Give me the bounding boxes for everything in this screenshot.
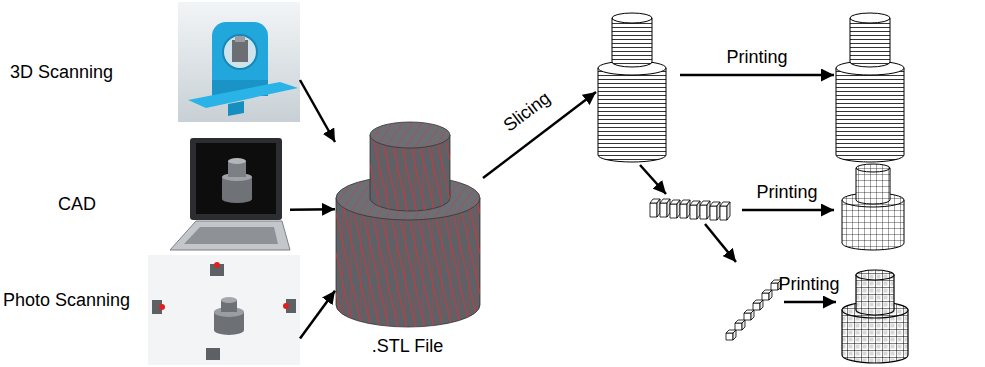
slice-top — [612, 13, 652, 23]
node-label: CAD — [58, 194, 96, 215]
flow-arrow — [300, 291, 335, 339]
cube-row — [726, 280, 781, 340]
step-label: Slicing — [500, 88, 554, 136]
screen-cylinder — [228, 158, 246, 164]
slice-stack — [612, 18, 652, 67]
bar — [670, 200, 680, 218]
input-node: .STL File — [335, 118, 480, 358]
cube — [771, 280, 781, 290]
bar — [680, 200, 690, 218]
cube — [744, 310, 754, 320]
laptop-picture — [170, 138, 290, 250]
step-label-holder: Printing — [756, 182, 817, 203]
flow-arrow — [300, 80, 335, 142]
object-cylinder — [221, 297, 237, 303]
printing-arrow — [680, 74, 834, 77]
laptop-keyboard — [170, 221, 290, 250]
bar — [660, 199, 670, 217]
input-node: Photo Scanning — [3, 255, 300, 365]
scanned-object — [235, 36, 245, 42]
sliced-model — [598, 13, 666, 162]
camera-lens — [159, 304, 165, 310]
screen-cylinder — [222, 195, 252, 203]
laptop-keys — [184, 227, 278, 244]
printing-arrow — [742, 209, 834, 212]
cube — [735, 320, 745, 330]
cube — [762, 290, 772, 300]
voxel-top — [856, 270, 894, 280]
slice-lines — [612, 18, 652, 67]
step-label: Printing — [756, 182, 817, 202]
bar — [710, 202, 720, 220]
printing-arrow — [784, 301, 836, 304]
scanned-object — [232, 40, 248, 62]
process-arrows — [483, 75, 836, 302]
mesh-lines — [370, 122, 450, 148]
slice-lines — [850, 18, 890, 67]
bar — [690, 201, 700, 219]
laptop-lid — [190, 138, 282, 220]
scanner-bore — [223, 35, 257, 69]
step-arrow — [705, 224, 736, 262]
bar — [650, 199, 660, 217]
flow-arrow — [290, 208, 335, 211]
printed-bar-model — [842, 164, 904, 250]
camera-lens — [283, 303, 289, 309]
voxel-body — [856, 275, 894, 315]
camera — [206, 348, 220, 360]
slice-stack — [850, 18, 890, 67]
input-node: CAD — [40, 135, 290, 250]
slice-top — [850, 13, 890, 23]
mesh-top — [370, 122, 450, 148]
voxel-top — [856, 164, 890, 172]
printed-layer-model — [836, 13, 904, 162]
picture-ground — [148, 255, 300, 365]
step-label-holder: Slicing — [500, 88, 555, 137]
slice-lines — [598, 68, 666, 162]
slice-lines — [836, 68, 904, 162]
laptop-screen — [196, 143, 276, 214]
scanner-bed-leg — [228, 101, 244, 116]
slice-stack — [598, 68, 666, 162]
cube — [753, 300, 763, 310]
picture-ground — [178, 2, 300, 122]
step-label-holder: Printing — [726, 47, 787, 68]
printed-voxel-model — [842, 270, 908, 363]
step-label: Printing — [726, 47, 787, 67]
photo-scanning-picture — [148, 255, 300, 365]
camera-lens — [214, 262, 220, 268]
bar-row — [650, 199, 730, 220]
cube — [726, 330, 736, 340]
step-label: Printing — [778, 274, 839, 294]
stl-model — [336, 122, 480, 327]
object-cylinder — [214, 325, 244, 335]
slice-stack — [836, 68, 904, 162]
slicing-arrow — [483, 92, 596, 178]
step-arrow — [640, 165, 666, 194]
bar — [720, 202, 730, 220]
voxel-body — [856, 168, 890, 204]
scanner-body — [212, 22, 268, 96]
step-label-holder: Printing — [778, 274, 839, 295]
node-label: Photo Scanning — [3, 290, 130, 311]
mri-scanner-picture — [178, 2, 300, 122]
bar — [700, 201, 710, 219]
node-label: 3D Scanning — [10, 62, 113, 83]
input-node: 3D Scanning — [5, 2, 300, 122]
node-label: .STL File — [372, 336, 443, 357]
